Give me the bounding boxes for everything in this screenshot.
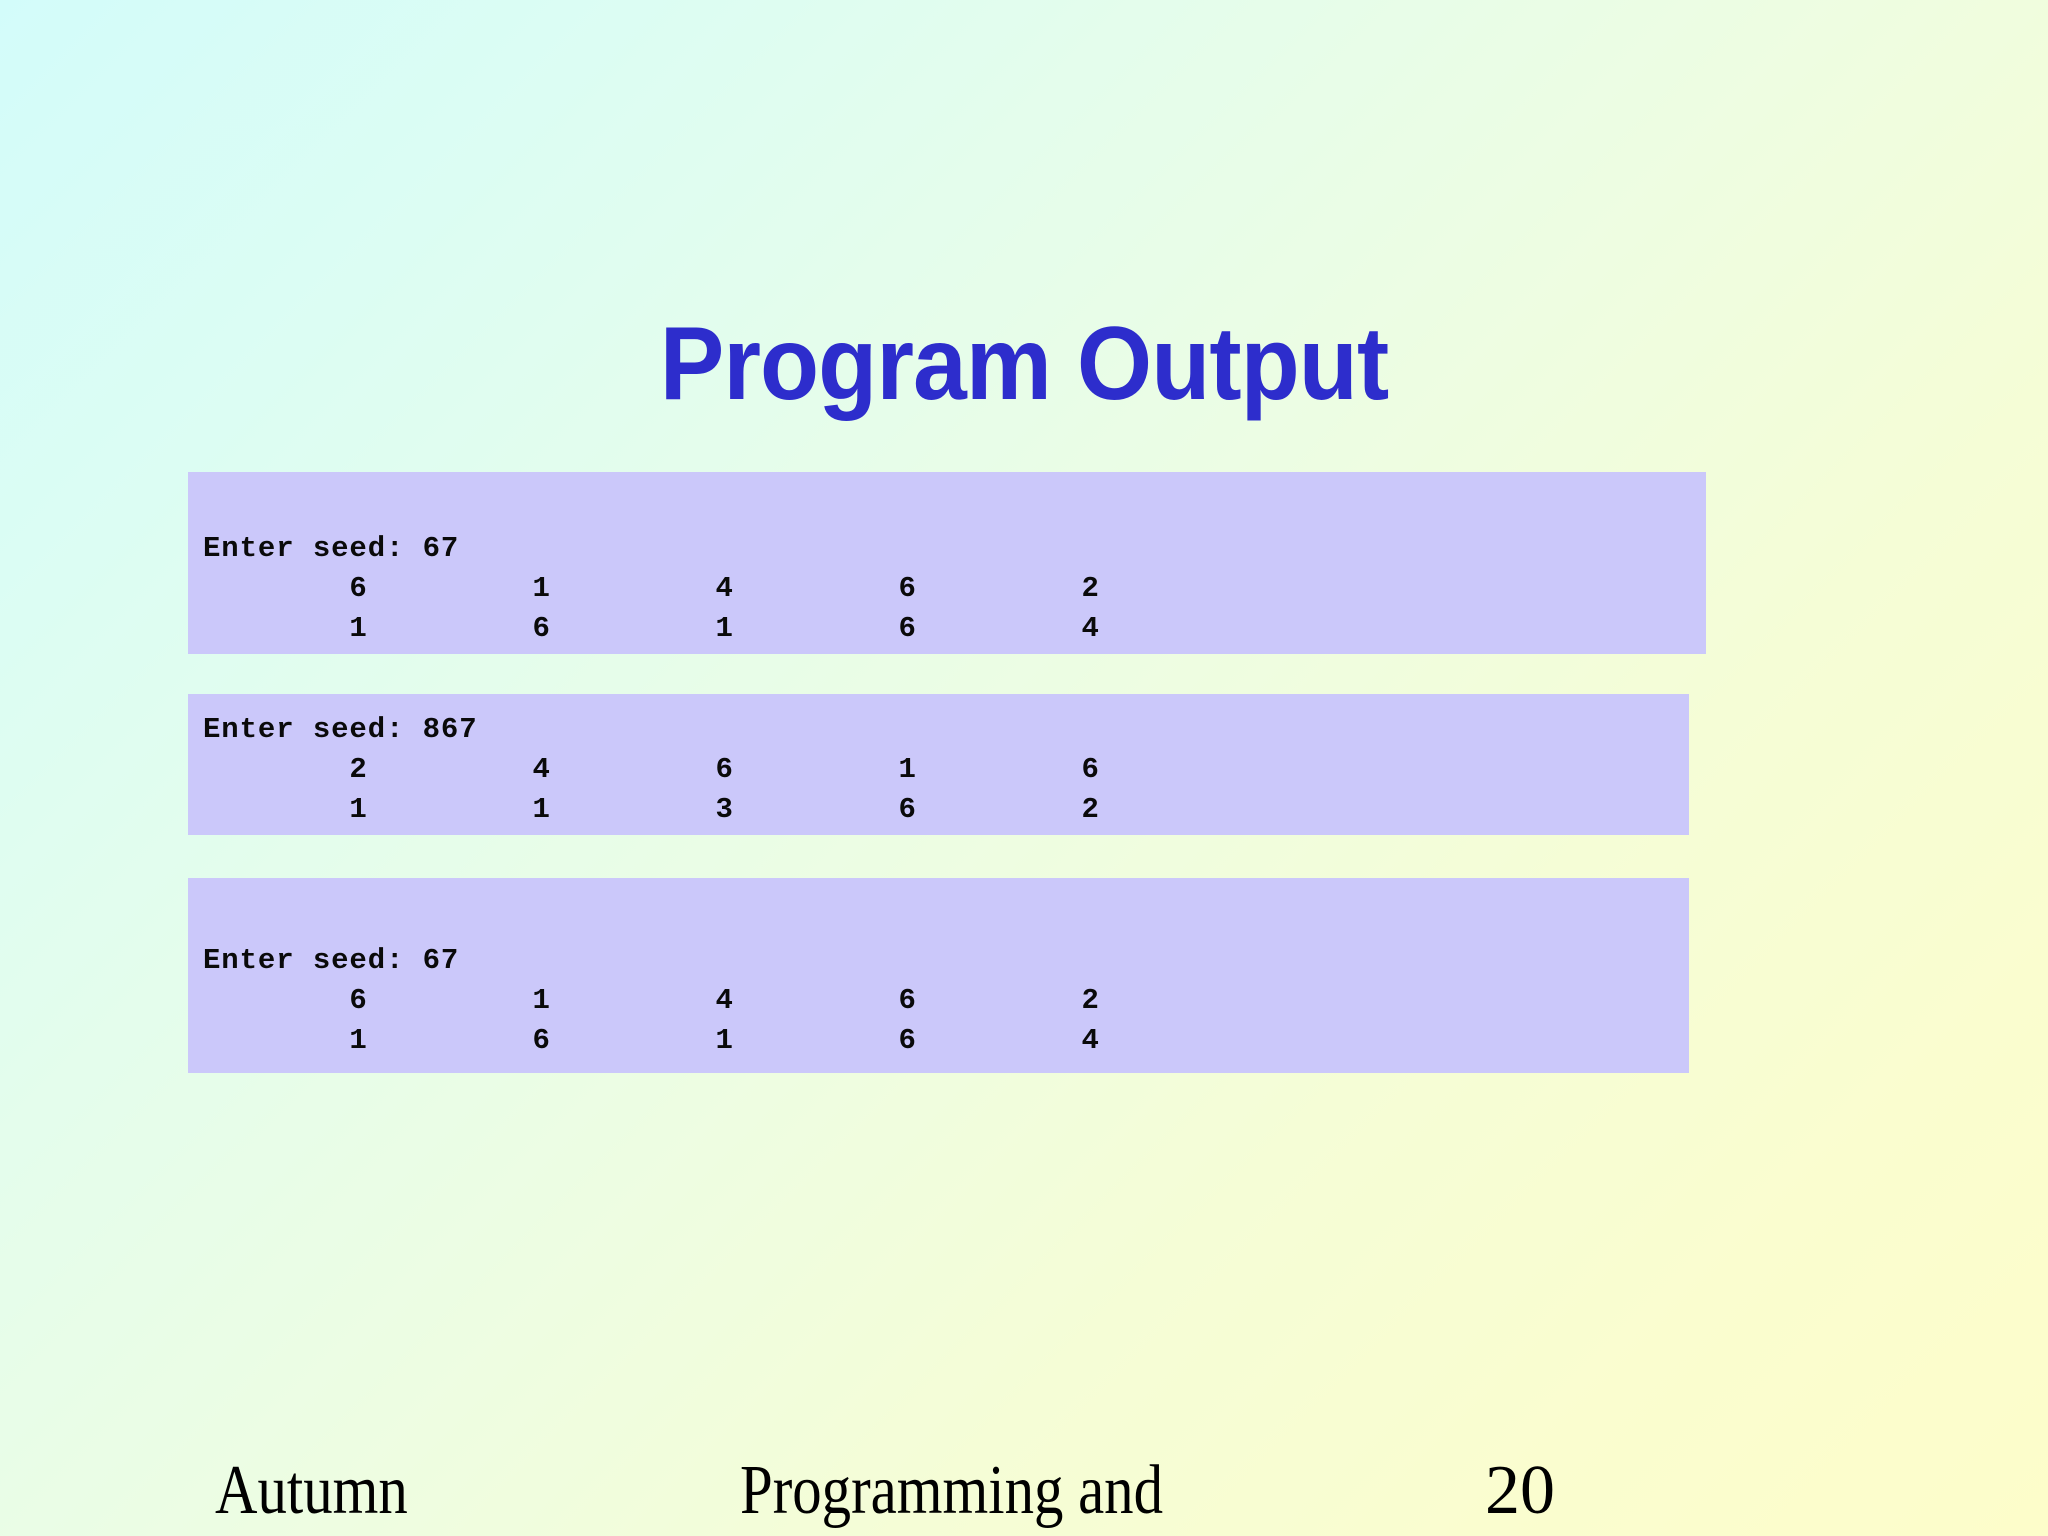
footer-left-text: Autumn xyxy=(215,1452,408,1529)
console-output-text-3: Enter seed: 67 6 1 4 6 2 1 6 1 6 4 xyxy=(203,944,1100,1057)
footer-center-text: Programming and xyxy=(740,1452,1163,1529)
footer-page-number: 20 xyxy=(1485,1452,1555,1529)
console-output-block-2: Enter seed: 867 2 4 6 1 6 1 1 3 6 2 xyxy=(188,694,1689,835)
console-output-block-1: Enter seed: 67 6 1 4 6 2 1 6 1 6 4 xyxy=(188,472,1706,654)
console-output-block-3: Enter seed: 67 6 1 4 6 2 1 6 1 6 4 xyxy=(188,878,1689,1073)
console-output-text-2: Enter seed: 867 2 4 6 1 6 1 1 3 6 2 xyxy=(203,713,1100,826)
console-output-text-1: Enter seed: 67 6 1 4 6 2 1 6 1 6 4 xyxy=(203,532,1100,645)
page-title: Program Output xyxy=(659,305,1389,422)
